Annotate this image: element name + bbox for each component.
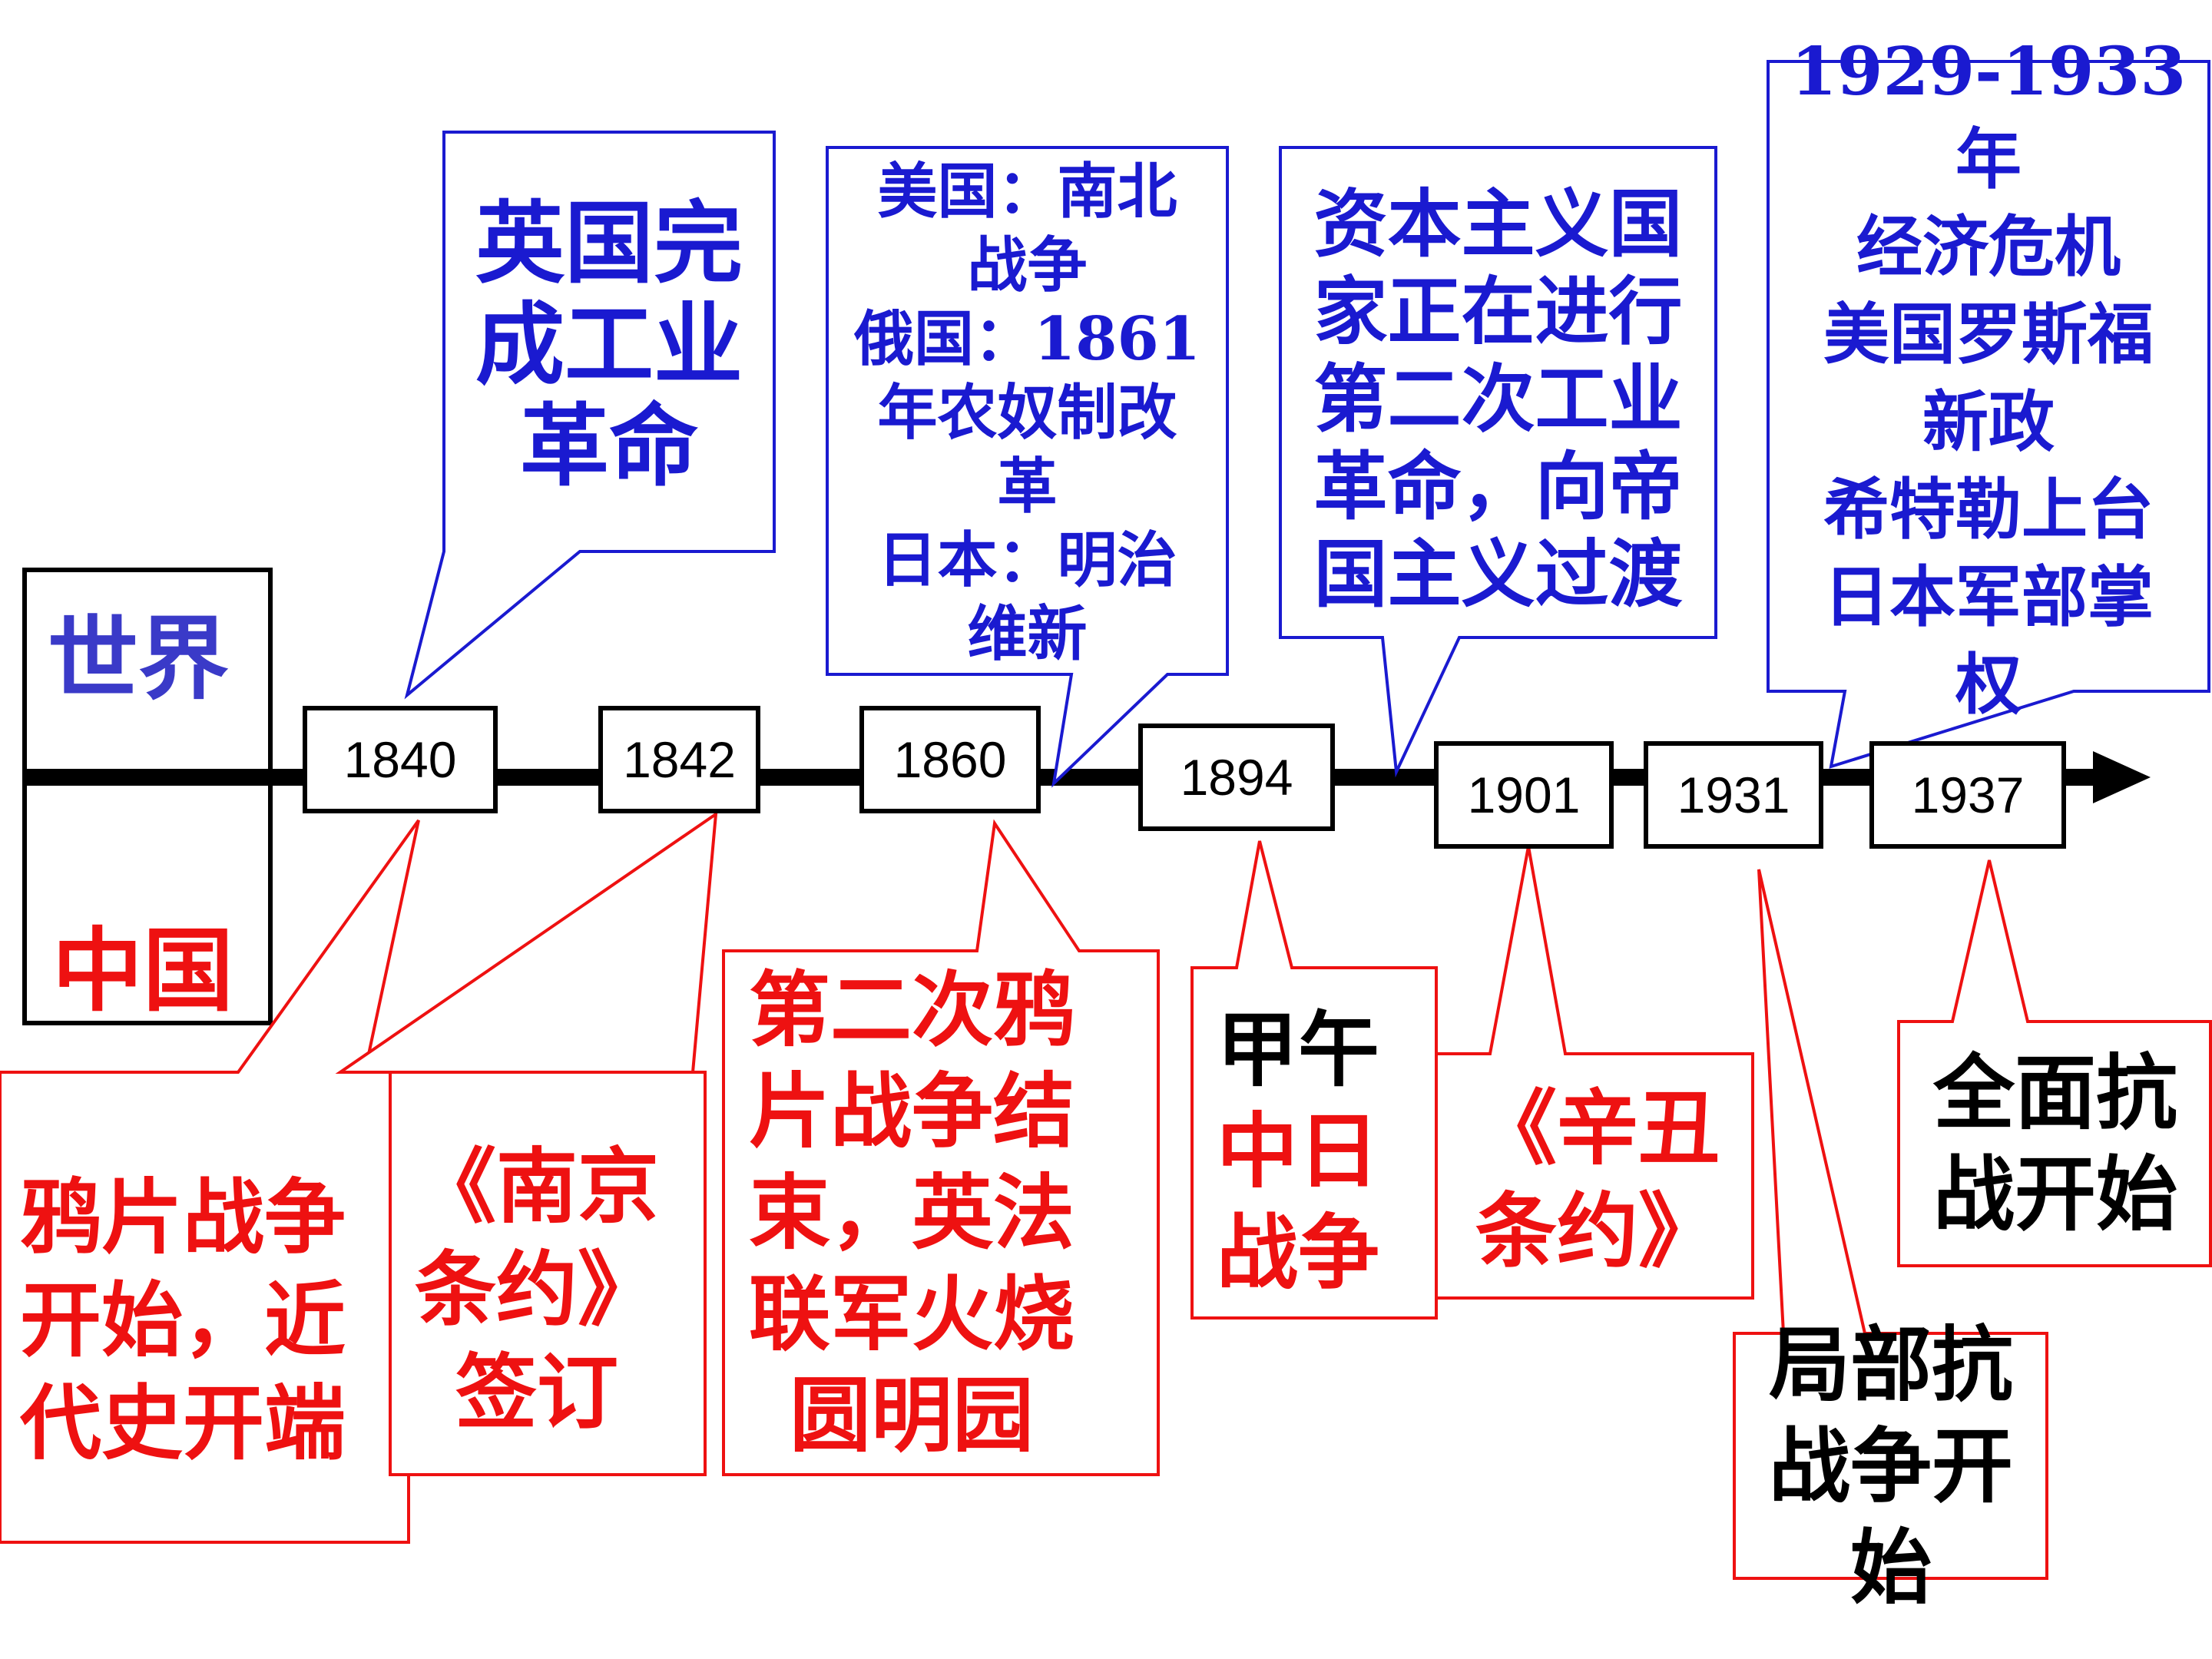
- year-label-1840: 1840: [343, 731, 457, 788]
- year-label-1842: 1842: [623, 731, 736, 788]
- world-event-1840: 英国完 成工业 革命: [475, 192, 743, 498]
- china-callout-1931-shape: [1733, 869, 2048, 1580]
- china-event-1894-line1: 甲午: [1217, 1003, 1379, 1098]
- year-box-1931: [1644, 741, 1823, 849]
- year-box-1894: [1138, 724, 1335, 831]
- china-event-1894-line2: 中日 战争: [1217, 1104, 1379, 1300]
- china-event-1842: 《南京 条约》 签订: [415, 1140, 659, 1440]
- world-event-1931-body: 经济危机 美国罗斯福 新政 希特勒上台 日本军部掌 权: [1823, 208, 2154, 724]
- world-event-1931: 1929-1933年 经济危机 美国罗斯福 新政 希特勒上台 日本军部掌 权: [1768, 33, 2209, 724]
- year-box-1901: [1434, 741, 1614, 849]
- world-callout-1860-shape: [826, 146, 1229, 788]
- year-label-1894: 1894: [1180, 749, 1293, 806]
- world-callout-1931-shape: [1767, 60, 2210, 769]
- china-event-1937: 全面抗 战开始: [1933, 1046, 2177, 1242]
- world-callout-1840-shape: [404, 131, 776, 700]
- china-callout-1894-shape: [1190, 840, 1438, 1320]
- china-event-1901: 《辛丑 条约》: [1475, 1081, 1720, 1279]
- legend-world-label: 世界: [48, 606, 230, 712]
- china-callout-1860-shape: [722, 819, 1160, 1476]
- year-label-1860: 1860: [893, 731, 1007, 788]
- year-box-1860: [859, 706, 1041, 813]
- china-event-1840: 鸦片战争 开始，近 代史开端: [20, 1171, 346, 1471]
- timeline-arrowhead: [2093, 751, 2151, 803]
- china-event-1894: 甲午 中日 战争: [1198, 991, 1429, 1313]
- china-event-1931: 局部抗 战争开 始: [1769, 1318, 2013, 1615]
- year-box-1840: [303, 706, 498, 813]
- year-label-1901: 1901: [1467, 767, 1581, 823]
- china-callout-1937-shape: [1897, 859, 2212, 1267]
- world-event-1931-title: 1929-1933年: [1790, 33, 2187, 198]
- china-callout-1842-shape: [335, 810, 718, 1476]
- world-event-1860: 美国：南北 战争 俄国：1861 年农奴制改 革 日本：明治 维新: [853, 157, 1201, 669]
- year-label-1937: 1937: [1911, 767, 2025, 823]
- world-callout-1901-shape: [1279, 146, 1717, 778]
- year-box-1937: [1869, 741, 2066, 849]
- china-event-1860: 第二次鸦 片战争结 束，英法 联军火烧 圆明园: [749, 963, 1075, 1463]
- legend-china-label: 中国: [52, 918, 234, 1024]
- legend-box: [22, 568, 273, 1025]
- world-event-1901: 资本主义国 家正在进行 第二次工业 革命，向帝 国主义过渡: [1313, 181, 1683, 618]
- year-box-1842: [598, 706, 760, 813]
- china-callout-1901-shape: [1435, 846, 1754, 1300]
- year-label-1931: 1931: [1677, 767, 1790, 823]
